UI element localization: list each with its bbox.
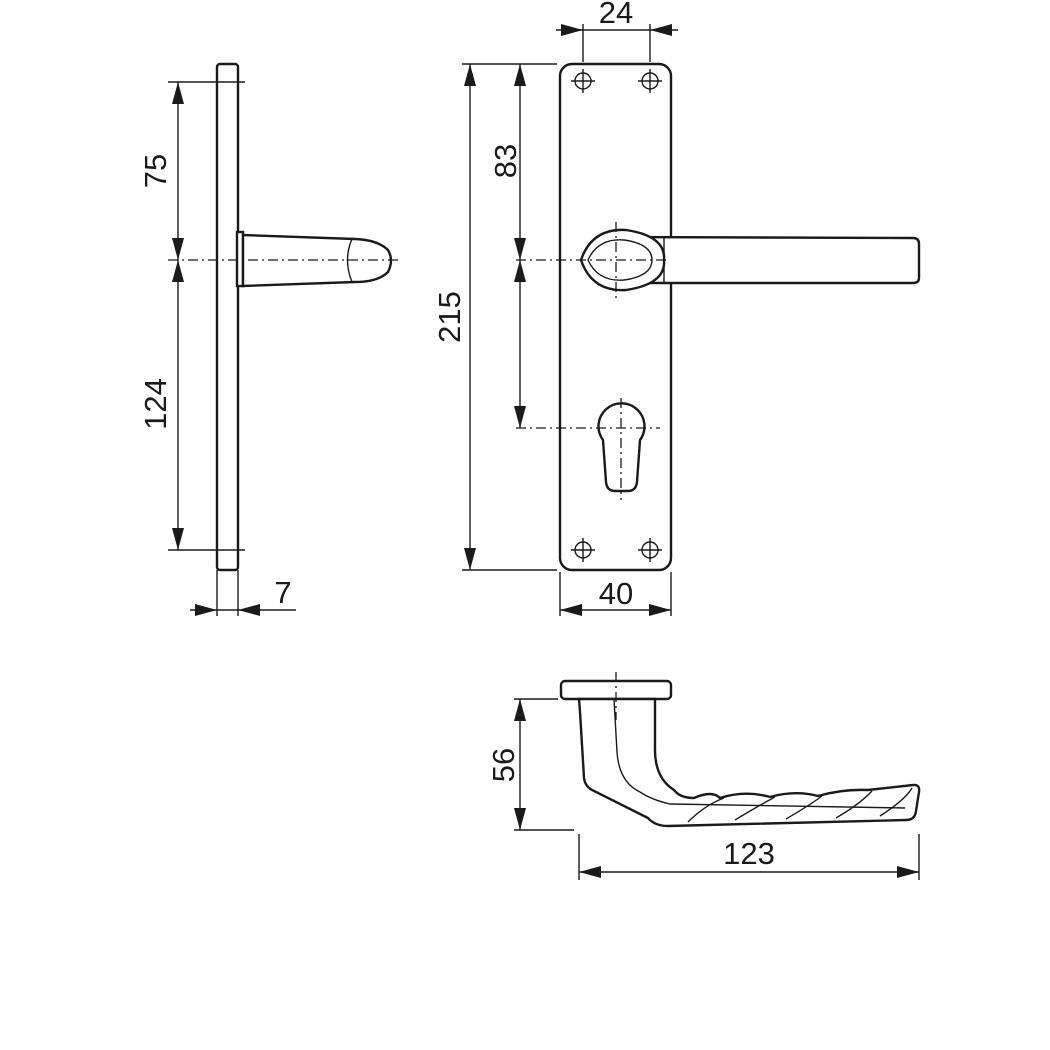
screw-icon bbox=[638, 538, 662, 562]
dim-123-label: 123 bbox=[723, 836, 775, 871]
screw-icon bbox=[638, 69, 662, 93]
front-view-lever bbox=[610, 235, 921, 285]
dim-124-label: 124 bbox=[138, 378, 173, 430]
screw-icon bbox=[571, 538, 595, 562]
front-view-backplate bbox=[558, 62, 673, 572]
screw-icon bbox=[571, 69, 595, 93]
dim-83-label: 83 bbox=[488, 144, 523, 178]
dim-56-label: 56 bbox=[486, 748, 521, 782]
dim-215-label: 215 bbox=[432, 291, 467, 343]
top-view-lever bbox=[577, 697, 921, 828]
top-view: 56 123 bbox=[486, 672, 921, 880]
dim-7-label: 7 bbox=[274, 575, 291, 610]
dim-40-label: 40 bbox=[599, 576, 633, 611]
dim-75-label: 75 bbox=[138, 154, 173, 188]
dim-24-label: 24 bbox=[599, 0, 633, 30]
side-view-backplate bbox=[215, 62, 240, 572]
side-view: 75 124 7 bbox=[138, 62, 400, 616]
front-view: 215 83 24 40 bbox=[432, 0, 921, 616]
